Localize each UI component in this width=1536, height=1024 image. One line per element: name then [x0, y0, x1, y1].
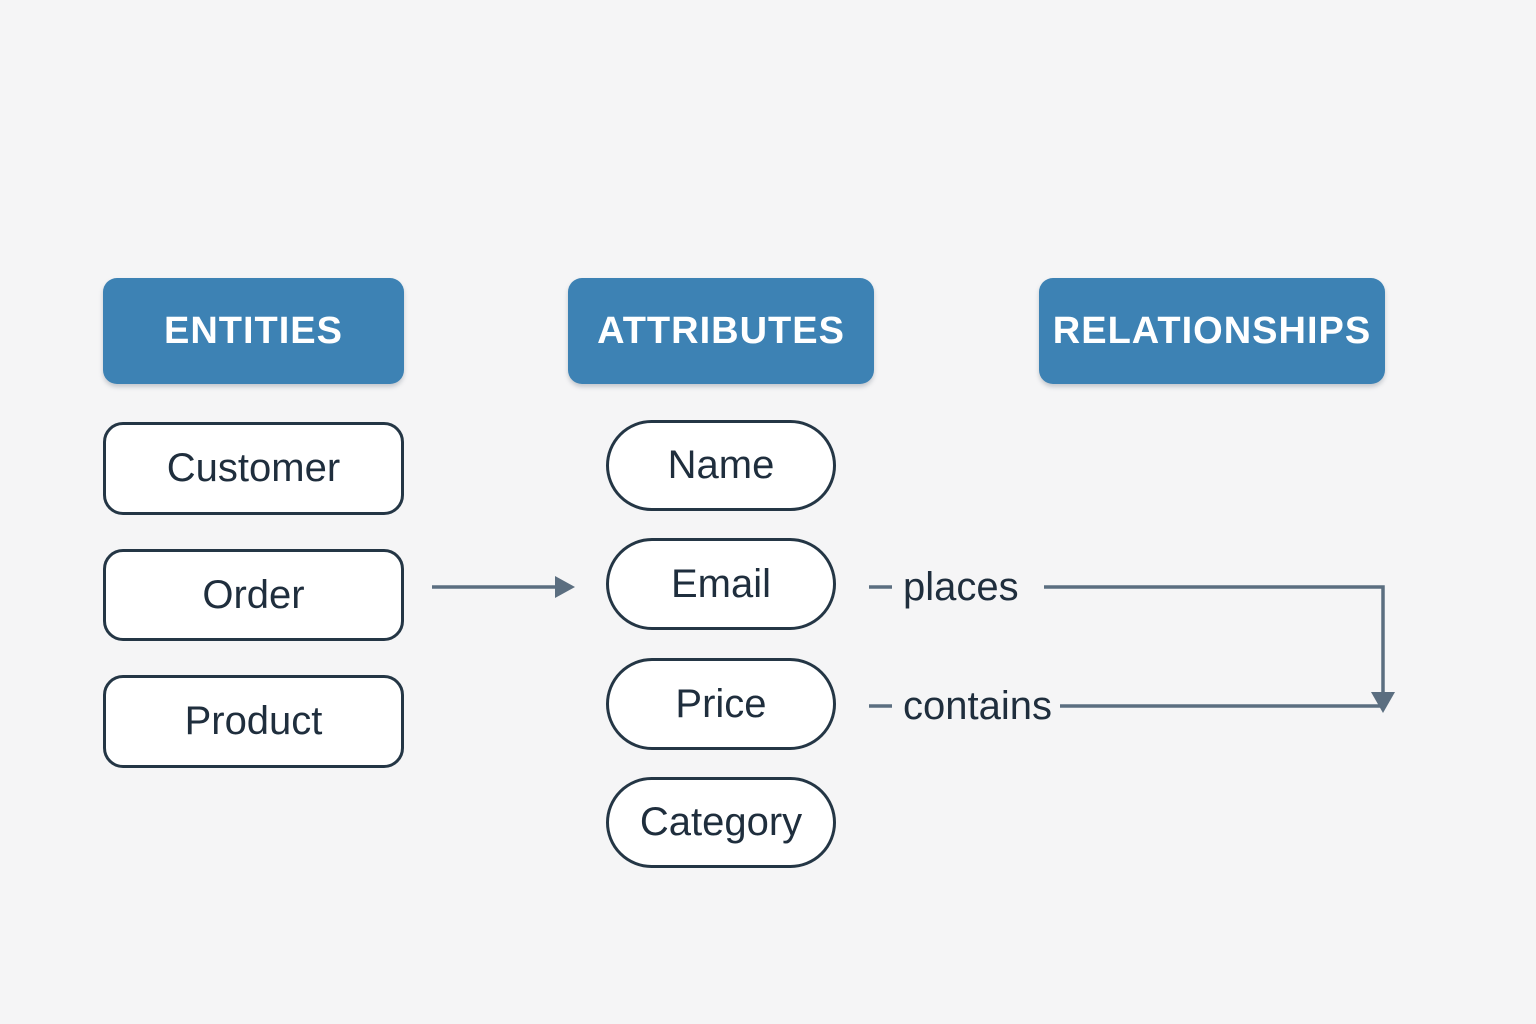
arrowhead-right-icon	[555, 576, 575, 598]
arrowhead-down-icon	[1371, 692, 1395, 713]
entity-node-product: Product	[103, 675, 404, 768]
column-header-relationships: RELATIONSHIPS	[1039, 278, 1385, 384]
relationship-label-places: places	[903, 564, 1019, 609]
column-header-entities: ENTITIES	[103, 278, 404, 384]
attribute-node-category: Category	[606, 777, 836, 868]
column-header-attributes: ATTRIBUTES	[568, 278, 874, 384]
relationship-label-contains: contains	[903, 683, 1052, 728]
attribute-node-price: Price	[606, 658, 836, 750]
entity-node-order: Order	[103, 549, 404, 641]
attribute-node-email: Email	[606, 538, 836, 630]
attribute-node-name: Name	[606, 420, 836, 511]
entity-node-customer: Customer	[103, 422, 404, 515]
places-elbow-connector-line	[1044, 585, 1385, 693]
